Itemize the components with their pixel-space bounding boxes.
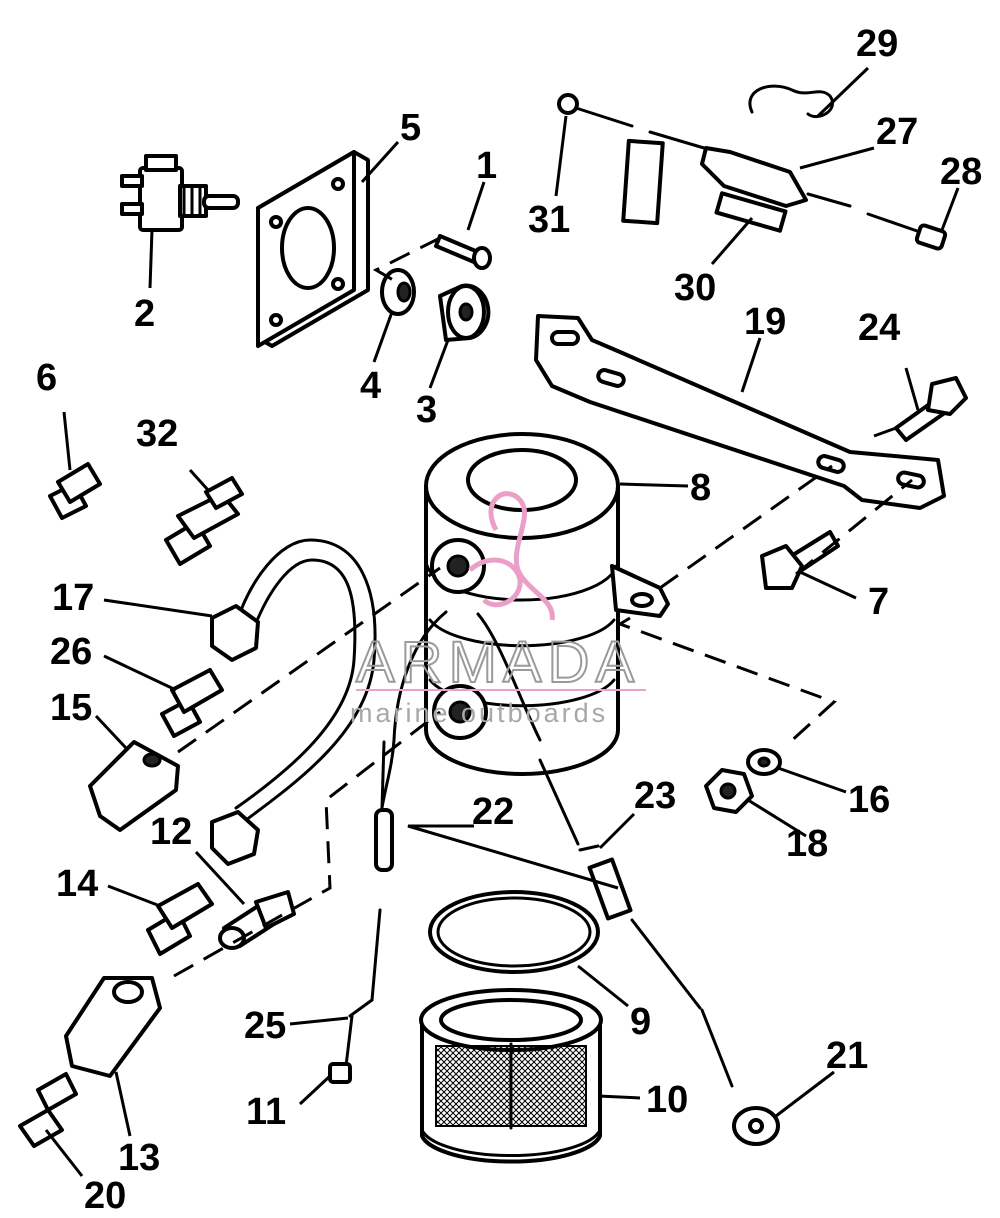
callout-22: 22 xyxy=(472,791,514,833)
callout-21: 21 xyxy=(826,1035,868,1077)
bushing xyxy=(438,283,491,342)
fitting-32 xyxy=(164,476,244,566)
fuse-holder-wiring xyxy=(557,84,948,251)
fuel-line xyxy=(210,538,377,866)
callout-29: 29 xyxy=(856,23,898,65)
callout-9: 9 xyxy=(630,1001,651,1043)
callout-30: 30 xyxy=(674,267,716,309)
callout-19: 19 xyxy=(744,301,786,343)
callout-6: 6 xyxy=(36,357,57,399)
pump-body xyxy=(378,432,670,822)
callout-7: 7 xyxy=(868,581,889,623)
filter-element xyxy=(419,988,603,1164)
mounting-plate xyxy=(256,150,370,348)
toggle-switch xyxy=(120,154,240,232)
callout-31: 31 xyxy=(528,199,570,241)
fitting-12 xyxy=(218,890,296,950)
callout-14: 14 xyxy=(56,863,98,905)
bolt-7 xyxy=(760,530,840,590)
callout-11: 11 xyxy=(246,1091,286,1133)
callout-20: 20 xyxy=(84,1175,126,1217)
callout-32: 32 xyxy=(136,413,178,455)
watermark: ARMADA marine outboards xyxy=(350,491,646,728)
callout-13: 13 xyxy=(118,1137,160,1179)
callout-4: 4 xyxy=(360,365,381,407)
callout-12: 12 xyxy=(150,811,192,853)
callout-10: 10 xyxy=(646,1079,688,1121)
bracket xyxy=(534,314,946,510)
callout-23: 23 xyxy=(634,775,676,817)
callout-numbers: 1 2 3 4 5 6 7 8 9 10 11 12 13 14 15 16 1… xyxy=(36,23,982,1217)
leader-lines xyxy=(44,66,960,1177)
callout-25: 25 xyxy=(244,1005,286,1047)
washer xyxy=(746,748,782,776)
callout-17: 17 xyxy=(52,577,94,619)
fitting-26 xyxy=(160,668,224,738)
fitting-20 xyxy=(18,1072,78,1148)
callout-1: 1 xyxy=(476,145,497,187)
grommet xyxy=(380,268,416,316)
callout-15: 15 xyxy=(50,687,92,729)
callout-8: 8 xyxy=(690,467,711,509)
bolt-24 xyxy=(894,376,968,442)
callout-26: 26 xyxy=(50,631,92,673)
nut xyxy=(704,768,754,814)
screw xyxy=(434,234,492,270)
callout-27: 27 xyxy=(876,111,918,153)
callout-18: 18 xyxy=(786,823,828,865)
watermark-brand: ARMADA xyxy=(356,630,640,695)
wire-leads xyxy=(328,740,780,1146)
callout-5: 5 xyxy=(400,107,421,149)
callout-16: 16 xyxy=(848,779,890,821)
callout-2: 2 xyxy=(134,293,155,335)
o-ring xyxy=(428,890,600,974)
watermark-tagline: marine outboards xyxy=(350,698,608,728)
callout-24: 24 xyxy=(858,307,900,349)
fitting-6 xyxy=(48,462,102,520)
callout-28: 28 xyxy=(940,151,982,193)
block-15 xyxy=(88,740,180,832)
fitting-14 xyxy=(146,882,214,956)
callout-3: 3 xyxy=(416,389,437,431)
block-13 xyxy=(64,976,162,1078)
